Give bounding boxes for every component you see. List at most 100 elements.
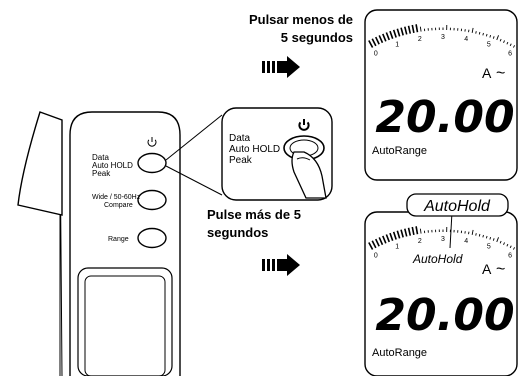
bargraph-segment xyxy=(499,38,502,42)
scale-tick-label: 2 xyxy=(418,238,422,245)
bargraph-segment xyxy=(389,232,394,241)
bargraph-segment xyxy=(385,32,390,41)
bargraph-segment xyxy=(407,25,412,34)
scale-tick-label: 3 xyxy=(441,236,445,243)
display-top-frame xyxy=(364,9,518,181)
bargraph-segment xyxy=(482,234,484,238)
bargraph-segment xyxy=(503,242,505,245)
scale-tick-label: 1 xyxy=(395,42,399,49)
bargraph-segment xyxy=(509,245,512,249)
bargraph-segment xyxy=(371,38,377,47)
scale-tick-label: 2 xyxy=(418,36,422,43)
bargraph-segment xyxy=(389,30,394,39)
bargraph-segment xyxy=(475,31,477,34)
bargraph-segment xyxy=(478,233,481,237)
bargraph-segment xyxy=(378,237,384,246)
autohold-callout-leader xyxy=(449,211,453,249)
bargraph-segment xyxy=(489,236,492,240)
bargraph-segment xyxy=(411,226,415,236)
bargraph-segment xyxy=(415,24,419,33)
bargraph-scale-top: 0 1 2 3 4 5 6 xyxy=(368,24,515,58)
wide-compare-button[interactable] xyxy=(137,189,167,211)
zoom-label-line1: Data xyxy=(229,133,251,144)
bargraph-segment xyxy=(482,32,484,36)
scale-tick-label: 4 xyxy=(464,238,468,245)
zoom-power-icon xyxy=(298,119,310,131)
bargraph-segment xyxy=(513,247,515,250)
finger-icon xyxy=(291,151,327,199)
hold-label-line2: Auto HOLD xyxy=(92,161,133,170)
bargraph-segment xyxy=(404,26,408,35)
bargraph-segment xyxy=(396,28,401,37)
zoom-leader-top xyxy=(165,114,223,161)
fingernail xyxy=(296,157,311,161)
bargraph-segment xyxy=(400,229,404,238)
bargraph-segment xyxy=(382,235,387,244)
zoom-label-line2: Auto HOLD xyxy=(229,144,280,155)
bargraph-segment xyxy=(492,238,495,241)
bargraph-segment xyxy=(478,31,481,35)
scale-tick-label: 0 xyxy=(374,253,378,260)
zoom-leader-bottom xyxy=(165,165,223,196)
bargraph-segment xyxy=(419,26,422,32)
bargraph-segment xyxy=(385,234,390,243)
short-press-line2: 5 segundos xyxy=(281,30,353,45)
bargraph-segment xyxy=(492,36,495,39)
bargraph-segment xyxy=(404,228,408,237)
bargraph-segment xyxy=(509,43,512,47)
bargraph-segment xyxy=(378,35,384,44)
scale-tick-label: 0 xyxy=(374,51,378,58)
bargraph-segment xyxy=(499,240,502,244)
power-icon xyxy=(147,137,157,147)
bargraph-segment xyxy=(496,237,499,243)
bargraph-segment xyxy=(396,230,401,239)
bargraph-segment xyxy=(489,34,492,38)
bargraph-segment xyxy=(411,24,415,34)
wide-label-line1: Wide / 50-60Hz xyxy=(92,194,141,201)
short-press-line1: Pulsar menos de xyxy=(249,12,353,27)
bargraph-segment xyxy=(471,229,474,235)
hold-button[interactable] xyxy=(137,152,167,174)
meter-display-window xyxy=(77,267,173,376)
bargraph-segment xyxy=(506,243,509,247)
display-bottom-reading: 20.00 xyxy=(375,290,514,341)
long-press-line1: Pulse más de 5 xyxy=(207,207,301,222)
bargraph-segment xyxy=(407,227,412,236)
bargraph-segment xyxy=(382,33,387,42)
bargraph-segment xyxy=(368,242,374,250)
scale-tick-label: 1 xyxy=(395,244,399,251)
bargraph-segment xyxy=(506,41,509,45)
hold-label-line1: Data xyxy=(92,153,109,162)
bargraph-segment xyxy=(471,27,474,33)
display-top-mode: AutoRange xyxy=(372,145,427,157)
autohold-callout-text: AutoHold xyxy=(423,198,491,215)
display-bottom-autohold-indicator: AutoHold xyxy=(412,252,463,266)
display-top-unit: A xyxy=(482,65,492,81)
bargraph-segment xyxy=(503,40,505,43)
display-bottom-mode: AutoRange xyxy=(372,347,427,359)
scale-tick-label: 6 xyxy=(508,51,512,58)
bargraph-segment xyxy=(371,240,377,249)
hold-label-line3: Peak xyxy=(92,169,111,178)
range-button[interactable] xyxy=(137,227,167,249)
bargraph-segment xyxy=(375,238,380,247)
bargraph-segment xyxy=(392,29,397,38)
short-press-arrow-icon xyxy=(262,56,300,78)
scale-tick-label: 3 xyxy=(441,34,445,41)
long-press-line2: segundos xyxy=(207,225,268,240)
clamp-meter: Data Auto HOLD Peak Wide / 50-60Hz Compa… xyxy=(17,111,181,376)
long-press-arrow-icon xyxy=(262,254,300,276)
bargraph-segment xyxy=(368,40,374,48)
wide-label-line2: Compare xyxy=(104,202,133,209)
bargraph-segment xyxy=(485,235,488,239)
meter-display-inner xyxy=(84,275,166,376)
scale-tick-label: 5 xyxy=(487,42,491,49)
bargraph-segment xyxy=(513,45,515,48)
zoom-inset: Data Auto HOLD Peak xyxy=(221,107,333,201)
scale-tick-label: 4 xyxy=(464,36,468,43)
bargraph-segment xyxy=(415,226,419,235)
